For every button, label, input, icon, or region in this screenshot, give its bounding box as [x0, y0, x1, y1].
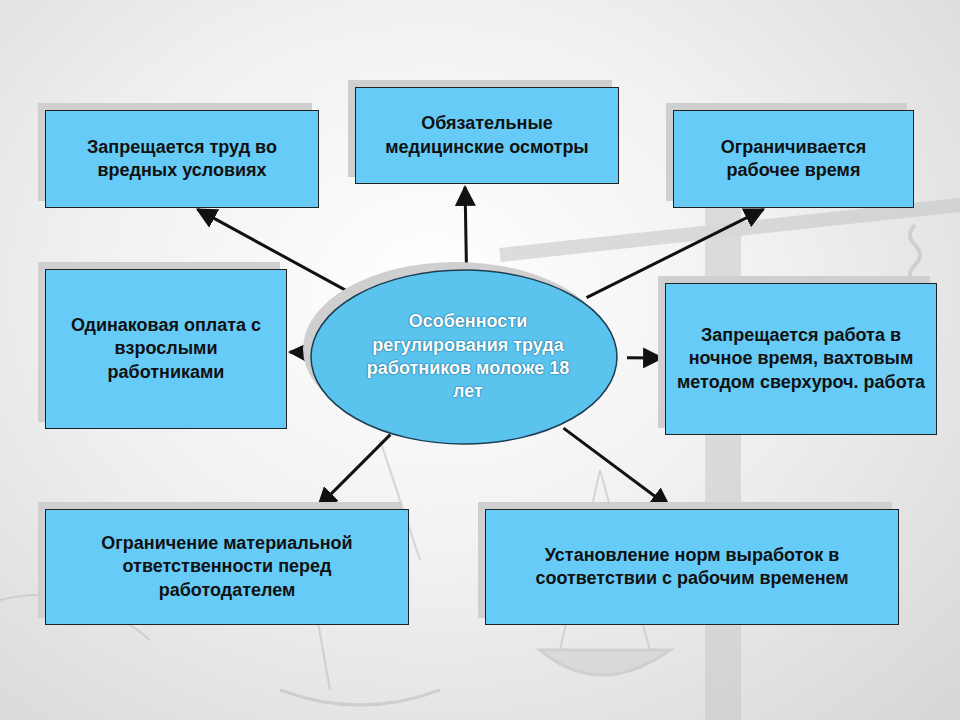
- arrow-connector: [627, 356, 662, 359]
- node-text: Обязательные медицинские осмотры: [356, 112, 618, 159]
- feature-box: Установление норм выработок в соответств…: [485, 509, 899, 625]
- feature-box: Запрещается труд во вредных условиях: [45, 110, 319, 208]
- feature-box: Ограничение материальной ответственности…: [45, 509, 409, 625]
- node-text: Особенности регулирования труда работник…: [309, 310, 627, 404]
- node-text: Ограничение материальной ответственности…: [46, 532, 408, 602]
- ellipse-fill: [311, 270, 617, 444]
- node-text: Запрещается труд во вредных условиях: [46, 136, 318, 183]
- node-text: Ограничивается рабочее время: [674, 136, 913, 183]
- feature-box: Запрещается работа в ночное время, вахто…: [665, 283, 937, 435]
- arrow-connector: [564, 428, 670, 507]
- feature-box: Одинаковая оплата с взрослыми работникам…: [45, 269, 287, 429]
- feature-box: Обязательные медицинские осмотры: [355, 87, 619, 184]
- node-text: Одинаковая оплата с взрослыми работникам…: [46, 314, 286, 384]
- node-text: Установление норм выработок в соответств…: [486, 544, 898, 591]
- feature-box: Ограничивается рабочее время: [673, 110, 914, 208]
- arrow-connector: [318, 435, 390, 507]
- arrow-connector: [465, 187, 466, 268]
- node-text: Запрещается работа в ночное время, вахто…: [666, 324, 936, 394]
- ellipse-outline: [309, 268, 619, 446]
- topic-ellipse: Особенности регулирования труда работник…: [309, 268, 627, 446]
